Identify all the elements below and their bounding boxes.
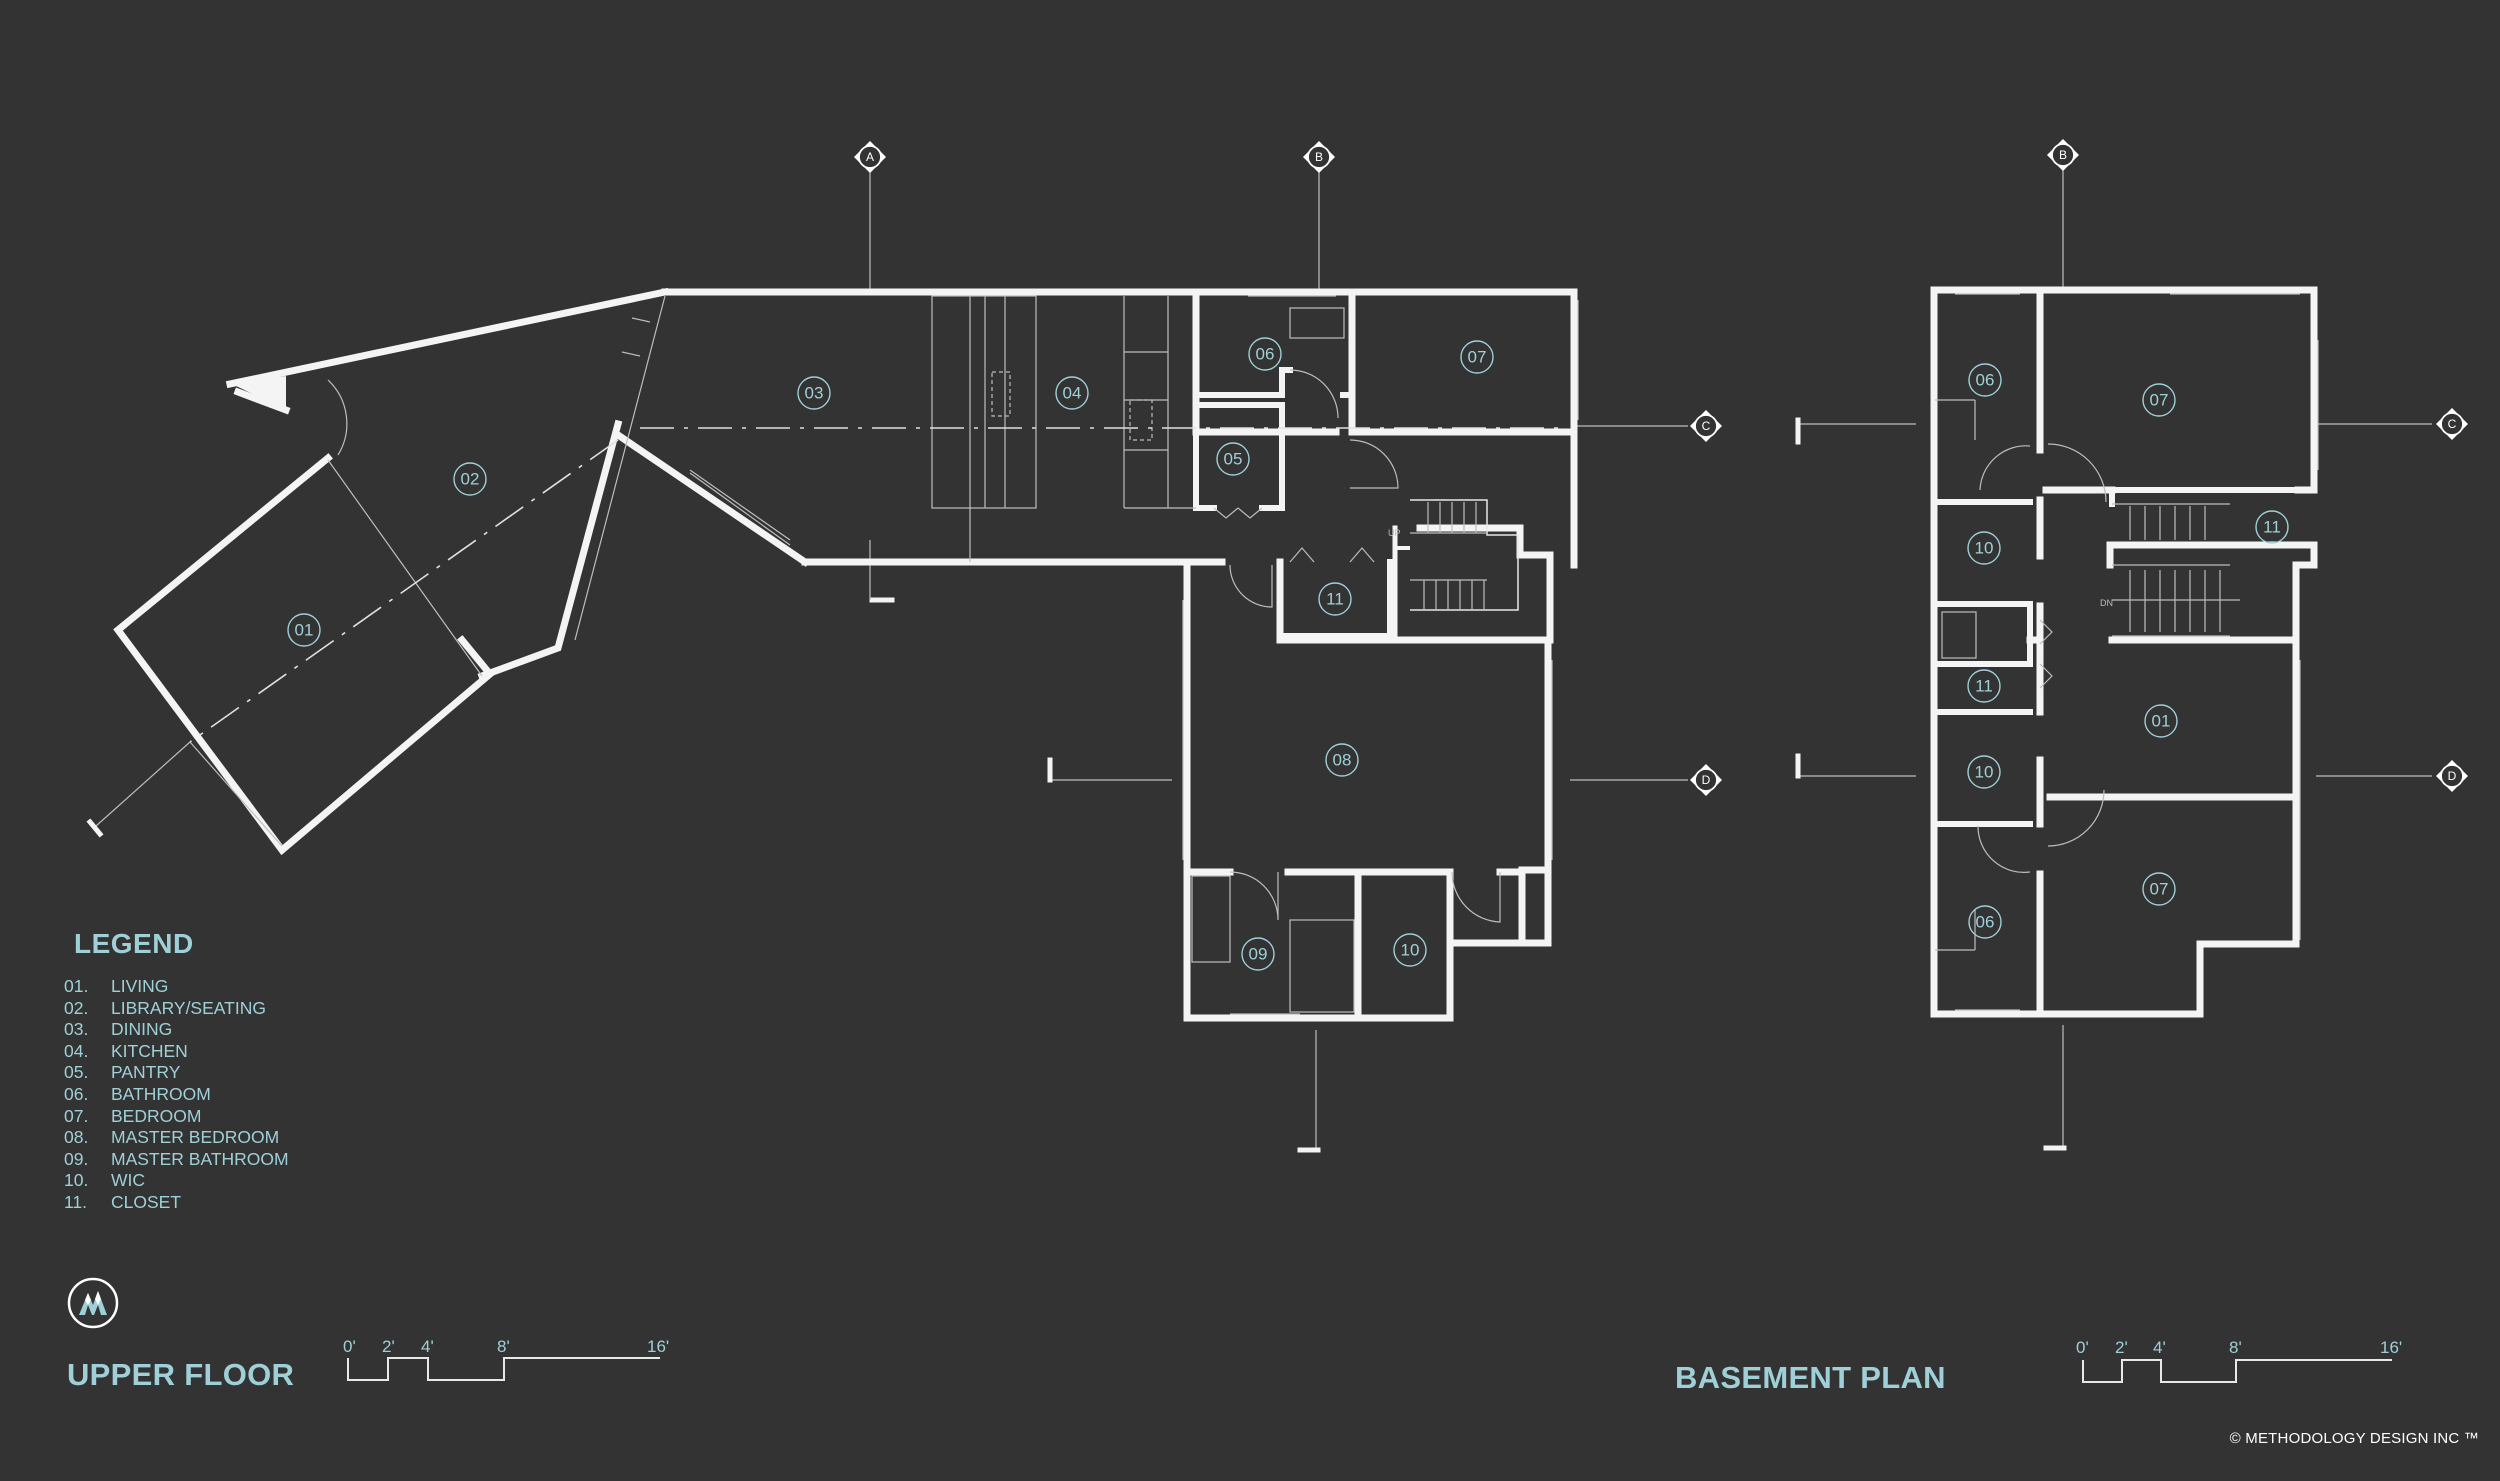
basement-plan-title: BASEMENT PLAN bbox=[1675, 1360, 1946, 1395]
svg-text:09: 09 bbox=[1249, 945, 1268, 964]
basement-room-tag-10-south: 10 bbox=[1967, 755, 2001, 789]
basement-plan: B C D 06 07 10 11 11 01 10 07 06 DN bbox=[1795, 139, 2468, 1151]
svg-text:07: 07 bbox=[2150, 880, 2169, 899]
room-tag-08: 08 bbox=[1325, 743, 1359, 777]
room-tag-01: 01 bbox=[287, 613, 321, 647]
room-tag-03: 03 bbox=[797, 376, 831, 410]
grid-bubble-c: C bbox=[1690, 410, 1722, 442]
basement-room-tag-10-north: 10 bbox=[1967, 531, 2001, 565]
legend-item: 07.BEDROOM bbox=[64, 1105, 202, 1126]
svg-text:01: 01 bbox=[295, 621, 314, 640]
svg-text:2': 2' bbox=[382, 1337, 395, 1356]
stair-treads-up bbox=[1410, 502, 1487, 610]
svg-text:06: 06 bbox=[1256, 345, 1275, 364]
basement-room-tag-01: 01 bbox=[2144, 704, 2178, 738]
basement-room-tag-06-north: 06 bbox=[1968, 363, 2002, 397]
svg-text:05: 05 bbox=[1224, 450, 1243, 469]
svg-text:B: B bbox=[2059, 148, 2067, 162]
room-tag-04: 04 bbox=[1055, 376, 1089, 410]
svg-text:0': 0' bbox=[343, 1337, 356, 1356]
svg-text:11: 11 bbox=[1326, 590, 1344, 609]
basement-room-tag-11-closet: 11 bbox=[1967, 669, 2001, 703]
svg-text:10: 10 bbox=[1975, 539, 1994, 558]
svg-text:B: B bbox=[1315, 150, 1323, 164]
svg-text:06: 06 bbox=[1976, 371, 1995, 390]
basement-grid-bubble-b: B bbox=[2047, 139, 2079, 171]
basement-grid-bubble-c: C bbox=[2436, 408, 2468, 440]
upper-floor-plan: A B C D 01 02 03 04 05 06 07 08 09 10 11… bbox=[86, 141, 1722, 1153]
grid-bubble-b: B bbox=[1303, 141, 1335, 173]
svg-text:8': 8' bbox=[497, 1337, 510, 1356]
basement-room-tag-07-north: 07 bbox=[2142, 383, 2176, 417]
scale-bar-upper: 0' 2' 4' 8' 16' bbox=[343, 1337, 669, 1381]
grid-line-d bbox=[1047, 757, 1688, 783]
stair-treads-dn bbox=[2112, 506, 2240, 632]
legend-item: 10.WIC bbox=[64, 1170, 146, 1191]
room-tag-06: 06 bbox=[1248, 337, 1282, 371]
legend-item: 11.CLOSET bbox=[64, 1191, 182, 1212]
svg-text:D: D bbox=[1702, 773, 1711, 787]
svg-text:03: 03 bbox=[805, 384, 824, 403]
stair-up-note: UP bbox=[1388, 528, 1401, 538]
room-tag-09: 09 bbox=[1241, 937, 1275, 971]
upper-floor-title: UPPER FLOOR bbox=[67, 1357, 295, 1392]
grid-line-a bbox=[869, 172, 895, 603]
basement-room-tag-11-stair: 11 bbox=[2255, 510, 2289, 544]
basement-grid-bubble-d: D bbox=[2436, 760, 2468, 792]
legend-item: 04.KITCHEN bbox=[64, 1040, 188, 1061]
basement-room-tag-07-south: 07 bbox=[2142, 872, 2176, 906]
grid-line-b bbox=[1297, 172, 1321, 1153]
mountain-logo-icon bbox=[67, 1277, 119, 1329]
scale-bar-basement: 0' 2' 4' 8' 16' bbox=[2076, 1338, 2402, 1383]
svg-text:0': 0' bbox=[2076, 1338, 2089, 1357]
svg-text:2': 2' bbox=[2115, 1338, 2128, 1357]
svg-text:07: 07 bbox=[1468, 348, 1487, 367]
legend-item: 02.LIBRARY/SEATING bbox=[64, 997, 266, 1018]
svg-text:02: 02 bbox=[461, 470, 480, 489]
room-tag-05: 05 bbox=[1216, 442, 1250, 476]
svg-text:D: D bbox=[2448, 769, 2457, 783]
svg-text:16': 16' bbox=[2380, 1338, 2402, 1357]
legend-item: 09.MASTER BATHROOM bbox=[64, 1148, 289, 1169]
svg-text:11: 11 bbox=[2263, 518, 2281, 537]
basement-room-tag-06-south: 06 bbox=[1968, 905, 2002, 939]
svg-text:07: 07 bbox=[2150, 391, 2169, 410]
svg-text:10: 10 bbox=[1401, 941, 1420, 960]
legend-item: 08.MASTER BEDROOM bbox=[64, 1127, 280, 1148]
room-tag-02: 02 bbox=[453, 462, 487, 496]
legend-item: 01.LIVING bbox=[64, 976, 169, 996]
room-tag-07: 07 bbox=[1460, 340, 1494, 374]
copyright-notice: © METHODOLOGY DESIGN INC ™ bbox=[2229, 1430, 2479, 1447]
svg-text:10: 10 bbox=[1975, 763, 1994, 782]
svg-text:04: 04 bbox=[1063, 384, 1082, 403]
grid-bubble-d: D bbox=[1690, 764, 1722, 796]
svg-text:8': 8' bbox=[2229, 1338, 2242, 1357]
svg-text:4': 4' bbox=[421, 1337, 434, 1356]
svg-text:06: 06 bbox=[1976, 913, 1995, 932]
room-tag-10: 10 bbox=[1393, 933, 1427, 967]
svg-text:11: 11 bbox=[1975, 677, 1993, 696]
legend-item: 06.BATHROOM bbox=[64, 1083, 211, 1104]
svg-text:A: A bbox=[866, 150, 874, 164]
svg-text:4': 4' bbox=[2153, 1338, 2166, 1357]
room-tag-11: 11 bbox=[1318, 582, 1352, 616]
stair-dn-note: DN bbox=[2100, 598, 2113, 608]
svg-text:01: 01 bbox=[2152, 712, 2171, 731]
legend-item: 03.DINING bbox=[64, 1019, 173, 1040]
grid-bubble-a: A bbox=[854, 141, 886, 173]
upper-floor-walls bbox=[86, 287, 1579, 1022]
svg-text:16': 16' bbox=[647, 1337, 669, 1356]
legend-list: 01.LIVING 02.LIBRARY/SEATING 03.DINING 0… bbox=[64, 976, 289, 1214]
svg-text:C: C bbox=[1702, 419, 1711, 433]
svg-text:08: 08 bbox=[1333, 751, 1352, 770]
legend-title: LEGEND bbox=[74, 928, 194, 959]
legend-item: 05.PANTRY bbox=[64, 1062, 181, 1083]
svg-text:C: C bbox=[2448, 417, 2457, 431]
